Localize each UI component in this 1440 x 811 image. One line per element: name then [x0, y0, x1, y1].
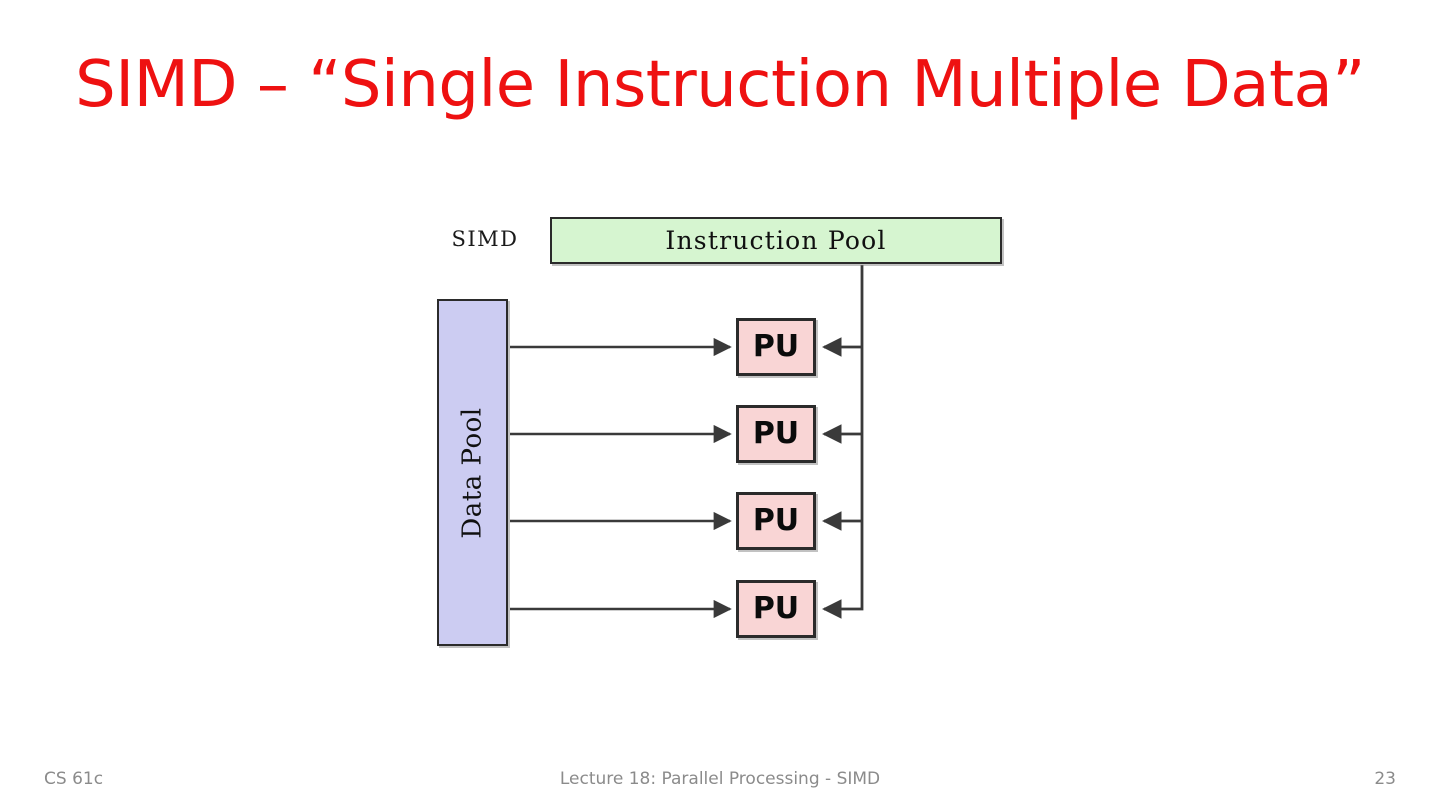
data-pool-label: Data Pool [457, 406, 488, 539]
instruction-pool-box: Instruction Pool [550, 217, 1002, 264]
processing-unit-label: PU [752, 503, 800, 538]
footer-page-number: 23 [1374, 769, 1396, 789]
simd-model-label: SIMD [451, 227, 519, 251]
processing-unit-2: PU [736, 492, 816, 550]
simd-architecture-diagram: SIMD Instruction Pool Data Pool PU PU PU… [420, 205, 1040, 665]
instruction-bus-line [822, 265, 864, 619]
processing-unit-3: PU [736, 580, 816, 638]
processing-unit-label: PU [752, 416, 800, 451]
data-pool-label-wrapper: Data Pool [439, 301, 506, 644]
instruction-pool-label: Instruction Pool [665, 226, 887, 255]
processing-unit-label: PU [752, 591, 800, 626]
footer-course-label: CS 61c [44, 769, 104, 789]
footer-lecture-title: Lecture 18: Parallel Processing - SIMD [559, 769, 881, 789]
page-title: SIMD – “Single Instruction Multiple Data… [75, 48, 1365, 122]
data-pool-box: Data Pool [437, 299, 508, 646]
slide-footer: CS 61c Lecture 18: Parallel Processing -… [0, 755, 1440, 811]
processing-unit-label: PU [752, 329, 800, 364]
processing-unit-0: PU [736, 318, 816, 376]
processing-unit-1: PU [736, 405, 816, 463]
diagram-connectors [510, 265, 864, 619]
